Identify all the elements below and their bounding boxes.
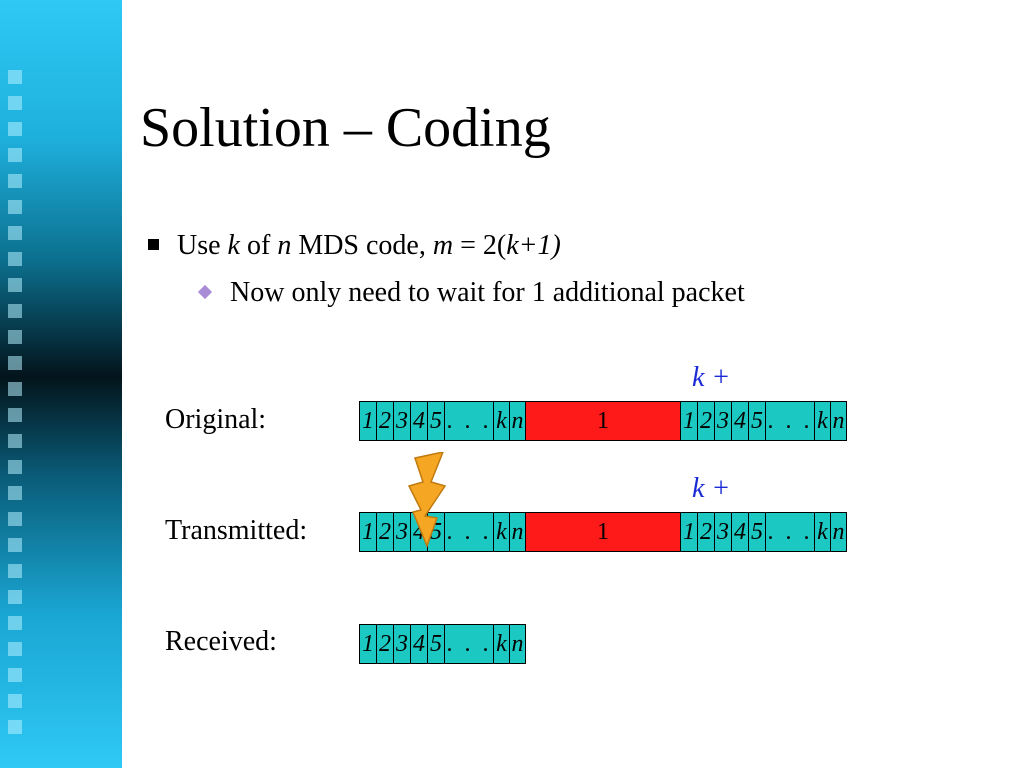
bullet-1-text: +1) [518,230,561,261]
row-label-received: Received: [165,626,277,657]
bullet-2-text: Now only need to wait for 1 additional p… [230,277,745,308]
packet-cell: 2 [697,512,715,552]
packet-strip-original: 1 2 3 4 5 . . . k n 1 1 2 3 4 5 . . . k … [359,401,847,441]
square-bullet-icon [148,239,159,250]
row-label-transmitted: Transmitted: [165,515,308,546]
packet-cell: 4 [731,512,749,552]
packet-cell: 3 [393,624,411,664]
packet-cell-ellipsis: . . . [765,512,815,552]
packet-cell-n: n [509,512,526,552]
packet-cell-k: k [493,512,510,552]
packet-cell-k: k [493,401,510,441]
sidebar-square-pattern [8,70,22,734]
packet-cell-ellipsis: . . . [444,624,494,664]
packet-cell: 2 [376,512,394,552]
lightning-bolt-icon [407,452,447,548]
bullet-1-m: m [432,230,454,261]
packet-cell: 4 [410,624,428,664]
slide-title: Solution – Coding [140,97,551,159]
packet-cell: 5 [748,401,766,441]
extra-packet-block: 1 [525,401,681,441]
packet-cell: 5 [748,512,766,552]
bullet-1: Use k of n MDS code, m = 2(k+1) [148,228,561,264]
bullet-1-text: = 2( [453,230,507,261]
packet-cell-n: n [509,624,526,664]
packet-cell-ellipsis: . . . [444,401,494,441]
packet-cell: 3 [714,512,732,552]
packet-cell-k: k [493,624,510,664]
packet-cell-n: n [509,401,526,441]
packet-cell-k: k [814,512,831,552]
bullet-1-text: Use [177,230,228,261]
k-plus-label-transmitted: k + [692,473,731,504]
packet-cell: 4 [410,401,428,441]
packet-cell: 3 [714,401,732,441]
packet-cell-n: n [830,401,847,441]
row-label-original: Original: [165,404,267,435]
packet-strip-transmitted: 1 2 3 4 5 . . . k n 1 1 2 3 4 5 . . . k … [359,512,847,552]
packet-cell: 3 [393,512,411,552]
bullet-2: Now only need to wait for 1 additional p… [197,275,745,311]
packet-cell-k: k [814,401,831,441]
packet-cell: 1 [680,401,698,441]
packet-cell-ellipsis: . . . [765,401,815,441]
packet-cell: 1 [359,401,377,441]
packet-cell: 4 [731,401,749,441]
packet-cell: 1 [359,512,377,552]
packet-cell: 2 [697,401,715,441]
diamond-bullet-icon [197,284,213,300]
bullet-1-n: n [277,230,292,261]
packet-cell-n: n [830,512,847,552]
packet-cell: 1 [680,512,698,552]
extra-packet-block: 1 [525,512,681,552]
bullet-1-text: MDS code, [291,230,433,261]
packet-cell: 2 [376,624,394,664]
decorative-sidebar [0,0,122,768]
bullet-1-k: k [227,230,240,261]
packet-strip-received: 1 2 3 4 5 . . . k n [359,624,526,664]
packet-cell-ellipsis: . . . [444,512,494,552]
bullet-1-k: k [506,230,519,261]
packet-cell: 5 [427,624,445,664]
packet-cell: 5 [427,401,445,441]
k-plus-label-original: k + [692,362,731,393]
packet-cell: 2 [376,401,394,441]
packet-cell: 1 [359,624,377,664]
packet-cell: 3 [393,401,411,441]
bullet-1-text: of [239,230,278,261]
